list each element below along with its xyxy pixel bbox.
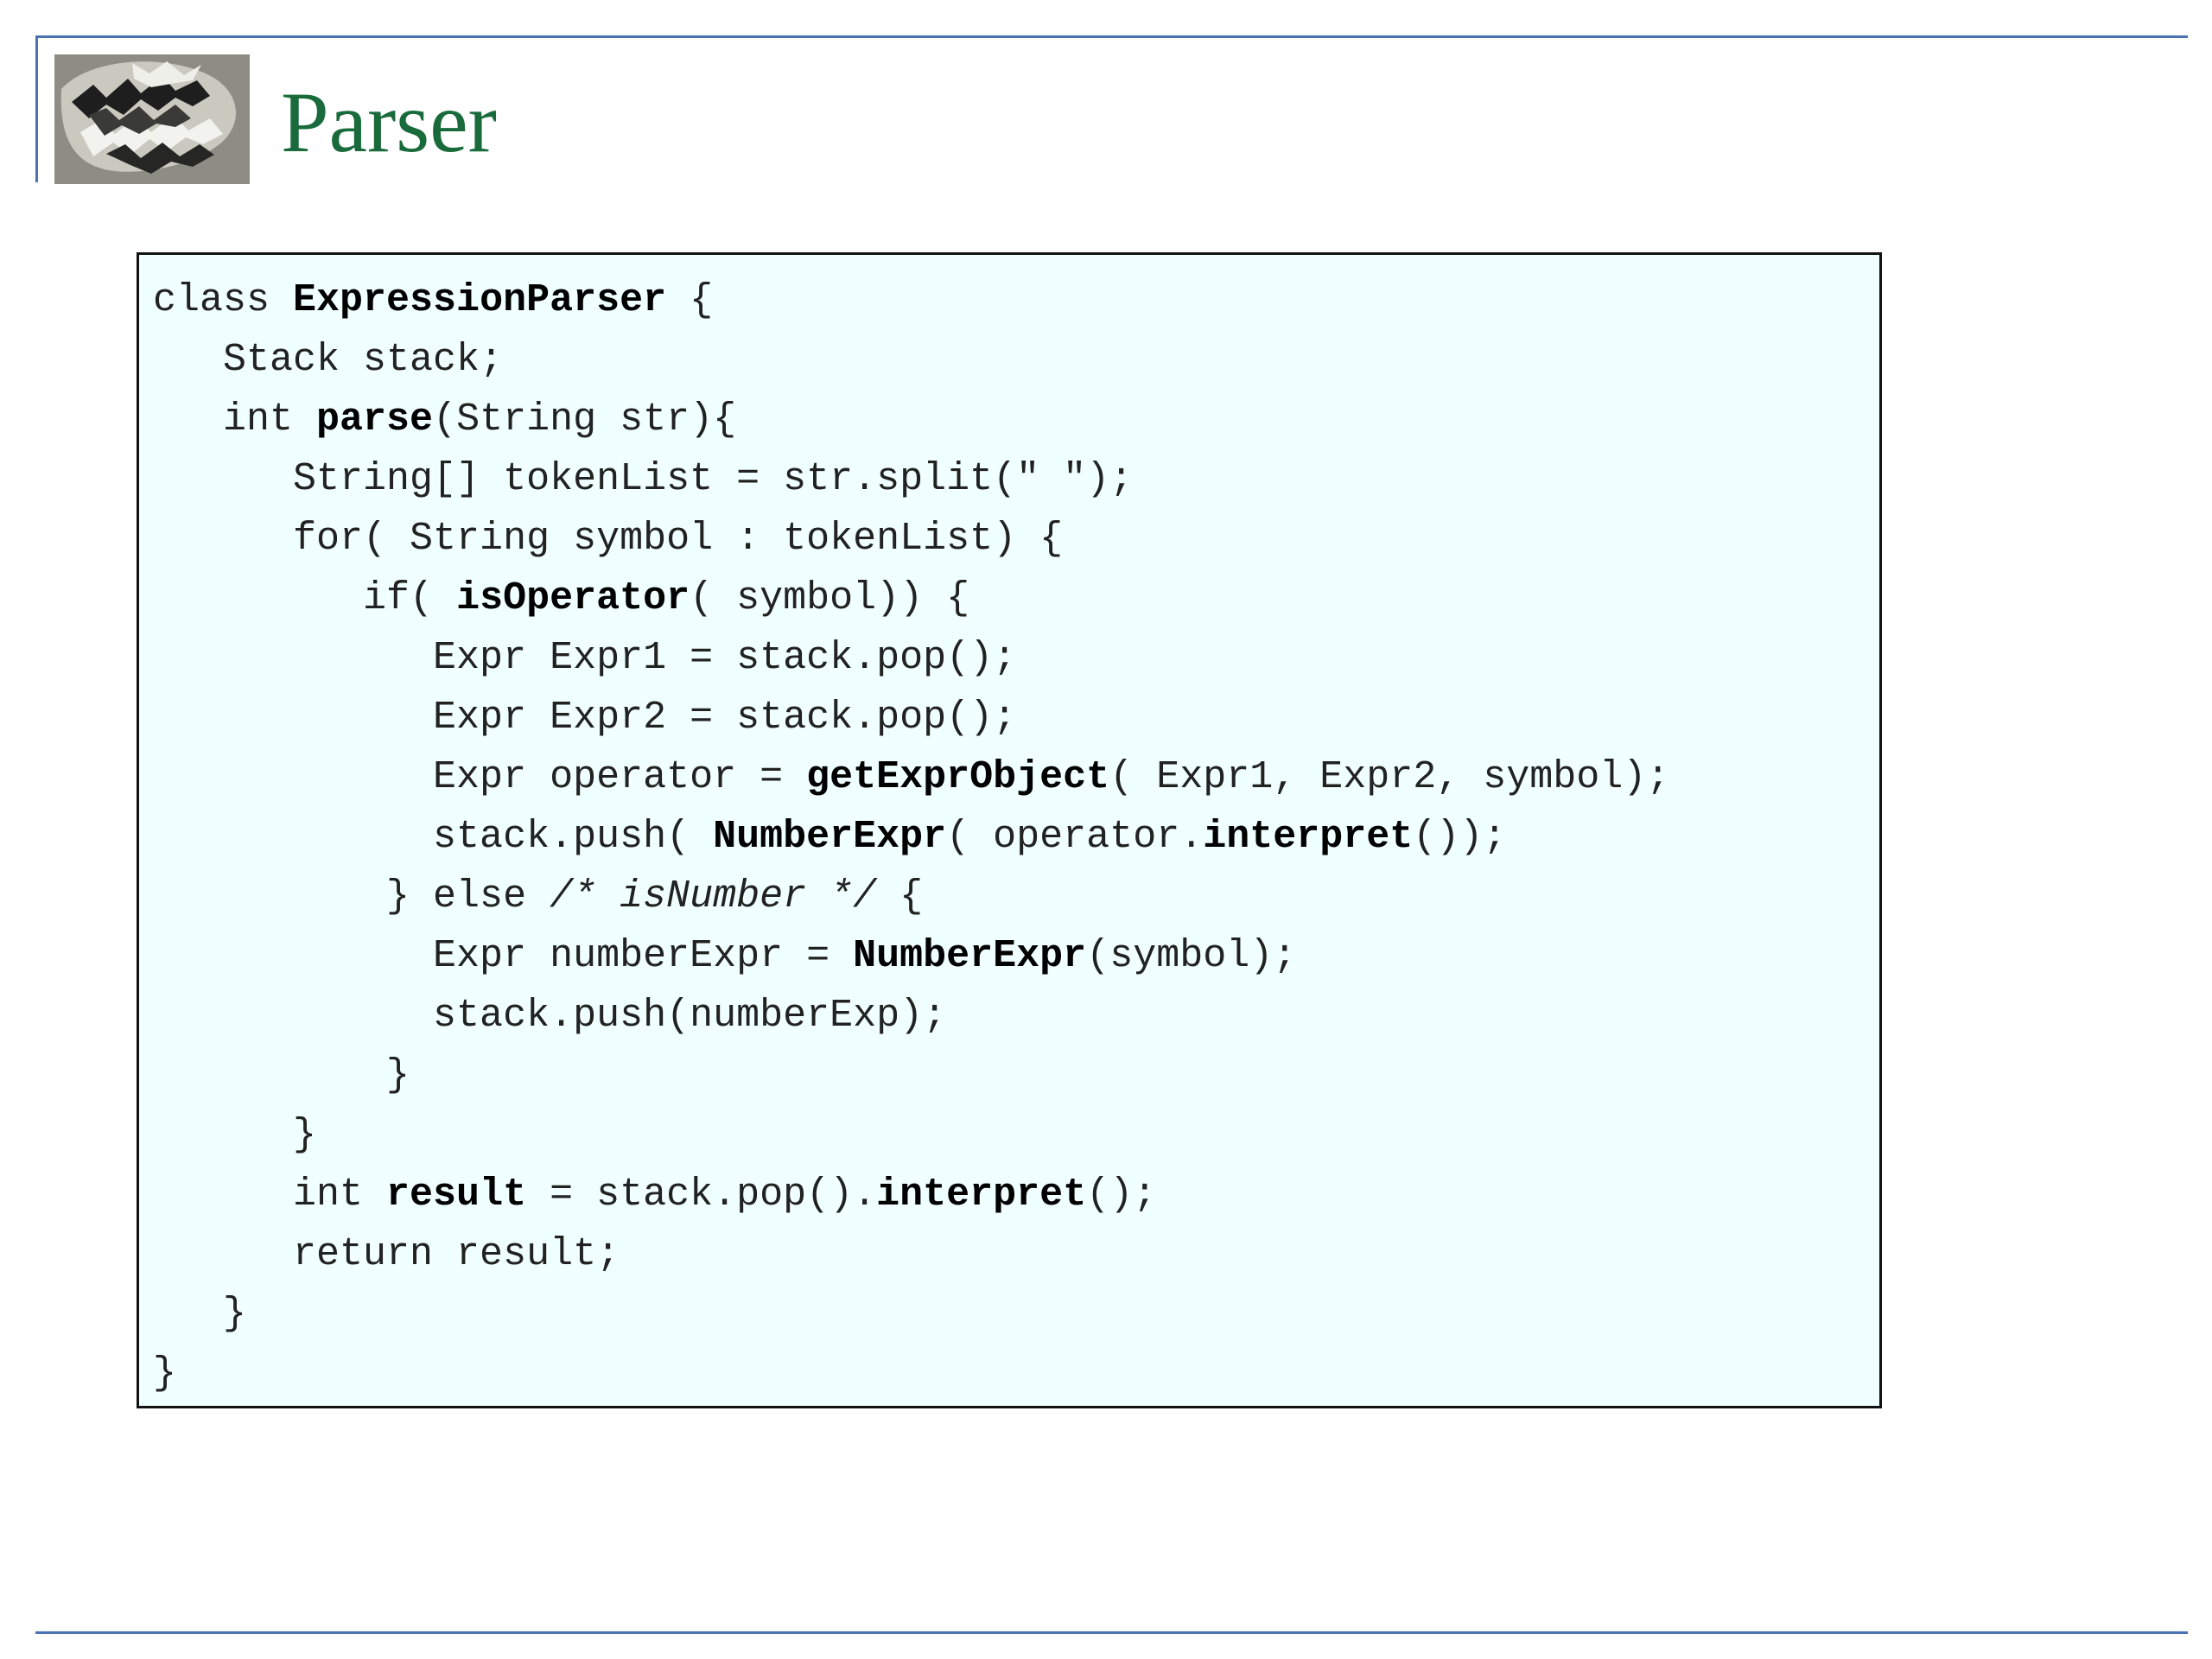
code-token: (String str){ xyxy=(433,397,737,442)
code-line: } xyxy=(153,1344,1669,1403)
code-token: } xyxy=(153,1053,410,1097)
code-comment: /* isNumber */ xyxy=(550,874,877,918)
code-line: } xyxy=(153,1105,1669,1165)
code-line: } else /* isNumber */ { xyxy=(153,867,1669,926)
code-token: Expr Expr1 = stack.pop(); xyxy=(153,636,1017,680)
code-line: int result = stack.pop().interpret(); xyxy=(153,1165,1669,1224)
logo-graphic xyxy=(54,54,250,184)
code-token: (symbol); xyxy=(1086,934,1297,978)
code-token: stack.push( xyxy=(153,815,714,859)
code-line: return result; xyxy=(153,1224,1669,1284)
code-line: } xyxy=(153,1046,1669,1105)
top-rule xyxy=(35,35,2188,38)
code-token-bold: NumberExpr xyxy=(853,934,1087,978)
code-token-bold: NumberExpr xyxy=(713,815,947,859)
code-token: ( operator. xyxy=(946,815,1204,859)
code-token: ( Expr1, Expr2, symbol); xyxy=(1109,755,1670,799)
code-line: class ExpressionParser { xyxy=(153,270,1669,330)
code-line: if( isOperator( symbol)) { xyxy=(153,569,1669,628)
code-token-bold: interpret xyxy=(1203,815,1414,859)
code-token: } xyxy=(153,1292,247,1336)
code-token: String[] tokenList = str.split(" "); xyxy=(153,457,1134,501)
code-block: class ExpressionParser { Stack stack; in… xyxy=(137,252,1882,1408)
left-rule xyxy=(35,35,38,182)
code-line: Expr operator = getExprObject( Expr1, Ex… xyxy=(153,747,1669,807)
code-token-bold: getExprObject xyxy=(806,755,1110,799)
code-token: = stack.pop(). xyxy=(526,1173,877,1217)
code-line: Expr Expr1 = stack.pop(); xyxy=(153,628,1669,688)
code-token: Expr Expr2 = stack.pop(); xyxy=(153,696,1017,740)
code-line: } xyxy=(153,1284,1669,1344)
code-line: int parse(String str){ xyxy=(153,390,1669,449)
code-line: Stack stack; xyxy=(153,330,1669,390)
code-token: ( symbol)) { xyxy=(690,576,970,620)
code-line: stack.push(numberExp); xyxy=(153,986,1669,1046)
slide-title: Parser xyxy=(281,74,497,170)
code-token: Expr operator = xyxy=(153,755,807,799)
code-token-bold: isOperator xyxy=(456,576,690,620)
code-token: return result; xyxy=(153,1232,620,1276)
code-token: int xyxy=(153,397,317,442)
code-token: } xyxy=(153,1113,317,1157)
escher-tessellation-image xyxy=(54,54,250,184)
code-line: Expr Expr2 = stack.pop(); xyxy=(153,688,1669,747)
code-token: { xyxy=(876,874,924,918)
code-token: for( String symbol : tokenList) { xyxy=(153,517,1064,561)
code-token: (); xyxy=(1086,1173,1157,1217)
code-token: Stack stack; xyxy=(153,338,504,382)
code-token: if( xyxy=(153,576,457,620)
code-token: stack.push(numberExp); xyxy=(153,994,947,1038)
code-token-bold: interpret xyxy=(876,1173,1087,1217)
code-line: Expr numberExpr = NumberExpr(symbol); xyxy=(153,926,1669,986)
code-token: Expr numberExpr = xyxy=(153,934,854,978)
code-line: String[] tokenList = str.split(" "); xyxy=(153,449,1669,509)
code-token: { xyxy=(666,278,714,322)
code-token-bold: result xyxy=(386,1173,527,1217)
code-line: for( String symbol : tokenList) { xyxy=(153,509,1669,569)
code-token: } else xyxy=(153,874,550,918)
code-token-bold: parse xyxy=(316,397,434,442)
code-token-bold: ExpressionParser xyxy=(293,278,667,322)
code-line: stack.push( NumberExpr( operator.interpr… xyxy=(153,807,1669,867)
code-token: } xyxy=(153,1351,177,1395)
bottom-rule xyxy=(35,1631,2188,1634)
code-listing: class ExpressionParser { Stack stack; in… xyxy=(153,270,1669,1403)
code-token: class xyxy=(153,278,294,322)
code-token: ()); xyxy=(1413,815,1507,859)
code-token: int xyxy=(153,1173,387,1217)
